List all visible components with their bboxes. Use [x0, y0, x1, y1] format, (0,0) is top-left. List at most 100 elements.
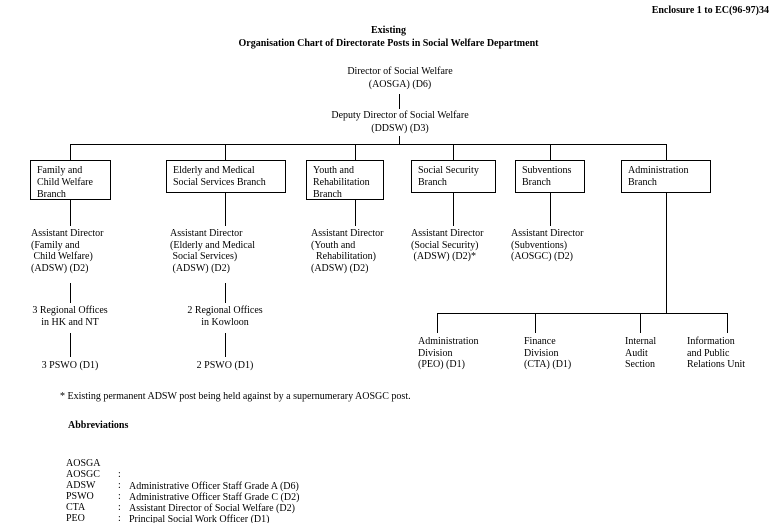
abbreviation-row: ADSW : Assistant Director of Social Welf…	[66, 469, 486, 513]
abbr-colon: :	[118, 491, 121, 503]
abbr-key: CTA	[66, 502, 86, 514]
branch-1-line-1: Family and	[37, 165, 83, 176]
pswo-kowloon: 2 PSWO (D1)	[196, 360, 254, 371]
adsw-3-line-1: Assistant Director	[311, 228, 384, 239]
division-2-line-1: Finance	[524, 336, 556, 347]
branch-6-line-1: Administration	[628, 165, 689, 176]
regional-offices-hk-nt-line-2: in HK and NT	[41, 317, 99, 328]
connector-branch1-adsw	[70, 200, 71, 226]
abbreviation-row: PSWO : Principal Social Work Officer (D1…	[66, 480, 486, 523]
connector-branch2-adsw	[225, 193, 226, 226]
division-2-line-3: (CTA) (D1)	[524, 359, 572, 370]
adsw-elderly-medical: Assistant Director(Elderly and Medical S…	[170, 228, 255, 274]
adsw-3-line-3: Rehabilitation)	[311, 251, 376, 262]
title-line-2: Organisation Chart of Directorate Posts …	[238, 38, 539, 49]
drop-division-4	[727, 313, 728, 333]
adsw-social-security: Assistant Director(Social Security) (ADS…	[411, 228, 484, 263]
regional-offices-kowloon-line-2: in Kowloon	[201, 317, 249, 328]
abbr-value: Assistant Director of Social Welfare (D2…	[129, 502, 295, 514]
abbr-value: Administrative Officer Staff Grade C (D2…	[129, 491, 300, 503]
adsw-4-line-1: Assistant Director	[411, 228, 484, 239]
adsw-family-child-welfare: Assistant Director(Family and Child Welf…	[31, 228, 104, 274]
connector-regional2-pswo	[225, 333, 226, 357]
adsw-youth-rehabilitation: Assistant Director(Youth and Rehabilitat…	[311, 228, 384, 274]
drop-branch-3	[355, 144, 356, 160]
branch-2-line-1: Elderly and Medical	[173, 165, 255, 176]
adsw-5-line-2: (Subventions)	[511, 239, 568, 251]
division-4-line-2: and Public	[687, 347, 730, 359]
connector-regional1-pswo	[70, 333, 71, 357]
adsw-2-line-4: (ADSW) (D2)	[170, 262, 231, 274]
branch-2-line-2: Social Services Branch	[173, 177, 266, 188]
adsw-1-line-4: (ADSW) (D2)	[31, 262, 89, 274]
branch-5-line-2: Branch	[522, 177, 551, 188]
abbreviation-row: AOSGC : Administrative Officer Staff Gra…	[66, 458, 486, 502]
connector-branch5-adsw	[550, 193, 551, 226]
division-4-line-3: Relations Unit	[687, 359, 746, 370]
footnote: * Existing permanent ADSW post being hel…	[60, 391, 411, 402]
pswo-hk-nt: 3 PSWO (D1)	[41, 360, 99, 371]
abbr-key: PEO	[66, 513, 85, 523]
connector-adsw2-regional	[225, 283, 226, 303]
division-3-line-1: Internal	[625, 336, 657, 347]
abbr-value: Principal Social Work Officer (D1)	[129, 513, 270, 523]
drop-branch-4	[453, 144, 454, 160]
abbr-key: AOSGA	[66, 458, 101, 470]
adsw-2-line-1: Assistant Director	[170, 228, 243, 239]
abbreviation-row: PEO : Principal Executive Officer (D1)	[66, 502, 486, 523]
connector-administration-to-division-bus	[666, 193, 667, 313]
division-1-line-2: Division	[418, 347, 453, 359]
division-3-line-2: Audit	[625, 347, 648, 359]
adsw-2-line-2: (Elderly and Medical	[170, 239, 255, 251]
division-4-line-1: Information	[687, 336, 735, 347]
adsw-5-line-3: (AOSGC) (D2)	[511, 251, 573, 262]
deputy-director-title: Deputy Director of Social Welfare	[331, 110, 469, 121]
abbr-key: PSWO	[66, 491, 94, 503]
adsw-5-line-1: Assistant Director	[511, 228, 584, 239]
abbr-colon: :	[118, 513, 121, 523]
adsw-4-line-3: (ADSW) (D2)*	[411, 251, 477, 262]
drop-branch-2	[225, 144, 226, 160]
abbr-key: ADSW	[66, 480, 96, 492]
enclosure-label: Enclosure 1 to EC(96-97)34	[651, 5, 769, 16]
division-1-line-1: Administration	[418, 336, 479, 347]
adsw-1-line-2: (Family and	[31, 239, 80, 251]
branch-1-line-2: Child Welfare	[37, 177, 93, 188]
regional-offices-hk-nt-line-1: 3 Regional Offices	[32, 305, 108, 316]
drop-division-2	[535, 313, 536, 333]
division-3-line-3: Section	[625, 359, 655, 370]
abbr-colon: :	[118, 469, 121, 481]
abbr-value: Administrative Officer Staff Grade A (D6…	[129, 480, 299, 492]
connector-adsw1-regional	[70, 283, 71, 303]
drop-branch-5	[550, 144, 551, 160]
abbr-colon: :	[118, 480, 121, 492]
deputy-director-rank: (DDSW) (D3)	[371, 123, 429, 134]
adsw-3-line-4: (ADSW) (D2)	[311, 262, 369, 274]
connector-branch3-adsw	[355, 200, 356, 226]
drop-branch-1	[70, 144, 71, 160]
branch-3-line-2: Rehabilitation	[313, 177, 370, 188]
title-line-1: Existing	[370, 25, 406, 36]
abbr-colon: :	[118, 502, 121, 514]
connector-director-deputy	[399, 94, 400, 109]
branch-6-line-2: Branch	[628, 177, 657, 188]
adsw-3-line-2: (Youth and	[311, 239, 356, 251]
branch-3-line-1: Youth and	[313, 165, 354, 176]
division-1-line-3: (PEO) (D1)	[418, 359, 465, 370]
connector-deputy-to-bus	[399, 136, 400, 145]
division-bus	[437, 313, 728, 314]
drop-division-1	[437, 313, 438, 333]
